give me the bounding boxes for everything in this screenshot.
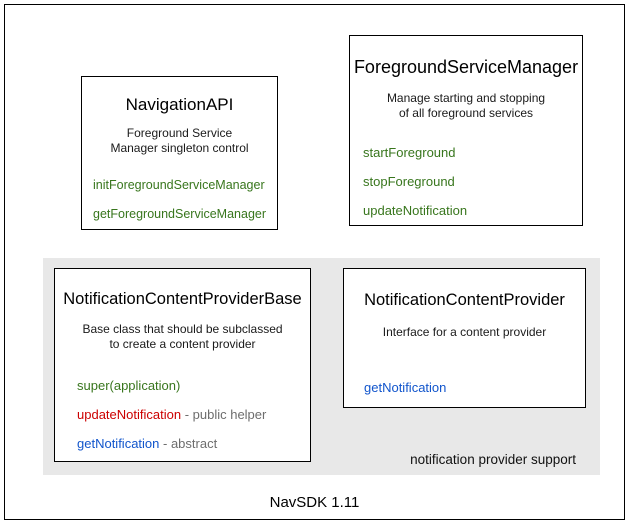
member-list-notification-content-provider: getNotification (344, 380, 585, 395)
member-suffix: - abstract (159, 436, 218, 451)
description-line: Manage starting and stopping (386, 91, 546, 105)
description-line: Base class that should be subclassed (82, 322, 283, 336)
member-name: stopForeground (363, 174, 455, 189)
member-list-notification-content-provider-base: super(application) updateNotification - … (55, 378, 310, 451)
description-line: Manager singleton control (110, 141, 249, 155)
description-line: to create a content provider (109, 337, 256, 351)
class-title-notification-content-provider: NotificationContentProvider (364, 291, 565, 309)
member-name: getNotification (77, 436, 160, 451)
member-item[interactable]: initForegroundServiceManager (93, 178, 277, 193)
class-title-navigation-api: NavigationAPI (125, 95, 234, 114)
diagram-footer-label: NavSDK 1.11 (269, 494, 360, 511)
member-suffix: - public helper (181, 407, 267, 422)
member-name: updateNotification (77, 407, 182, 422)
class-title-foreground-service-manager: ForegroundServiceManager (353, 57, 579, 77)
member-item[interactable]: getNotification - abstract (77, 436, 310, 451)
member-item[interactable]: getNotification (364, 380, 585, 395)
member-list-foreground-service-manager: startForeground stopForeground updateNot… (350, 145, 582, 218)
member-name: updateNotification (363, 203, 468, 218)
member-item[interactable]: super(application) (77, 378, 310, 393)
member-item[interactable]: updateNotification - public helper (77, 407, 310, 422)
member-name: getForegroundServiceManager (93, 207, 267, 221)
member-name: super(application) (77, 378, 181, 393)
member-item[interactable]: stopForeground (363, 174, 582, 189)
class-description-notification-content-provider: Interface for a content provider (344, 325, 585, 340)
class-box-foreground-service-manager[interactable]: ForegroundServiceManager Manage starting… (349, 35, 583, 226)
group-caption-label: notification provider support (410, 452, 576, 467)
member-name: getNotification (364, 380, 447, 395)
member-name: initForegroundServiceManager (93, 178, 265, 192)
class-description-foreground-service-manager: Manage starting and stopping of all fore… (350, 91, 582, 121)
class-title-notification-content-provider-base: NotificationContentProviderBase (63, 290, 302, 308)
description-line: of all foreground services (398, 106, 534, 120)
class-description-notification-content-provider-base: Base class that should be subclassed to … (55, 322, 310, 352)
description-line: Foreground Service (126, 126, 233, 140)
member-name: startForeground (363, 145, 456, 160)
class-description-navigation-api: Foreground Service Manager singleton con… (82, 126, 277, 156)
class-box-notification-content-provider-base[interactable]: NotificationContentProviderBase Base cla… (54, 268, 311, 462)
member-list-navigation-api: initForegroundServiceManager getForegrou… (82, 178, 277, 222)
description-line: Interface for a content provider (382, 325, 547, 339)
member-item[interactable]: updateNotification (363, 203, 582, 218)
diagram-outer-frame: notification provider support Navigation… (4, 4, 625, 520)
member-item[interactable]: startForeground (363, 145, 582, 160)
member-item[interactable]: getForegroundServiceManager (93, 207, 277, 222)
class-box-navigation-api[interactable]: NavigationAPI Foreground Service Manager… (81, 76, 278, 230)
class-box-notification-content-provider[interactable]: NotificationContentProvider Interface fo… (343, 268, 586, 408)
